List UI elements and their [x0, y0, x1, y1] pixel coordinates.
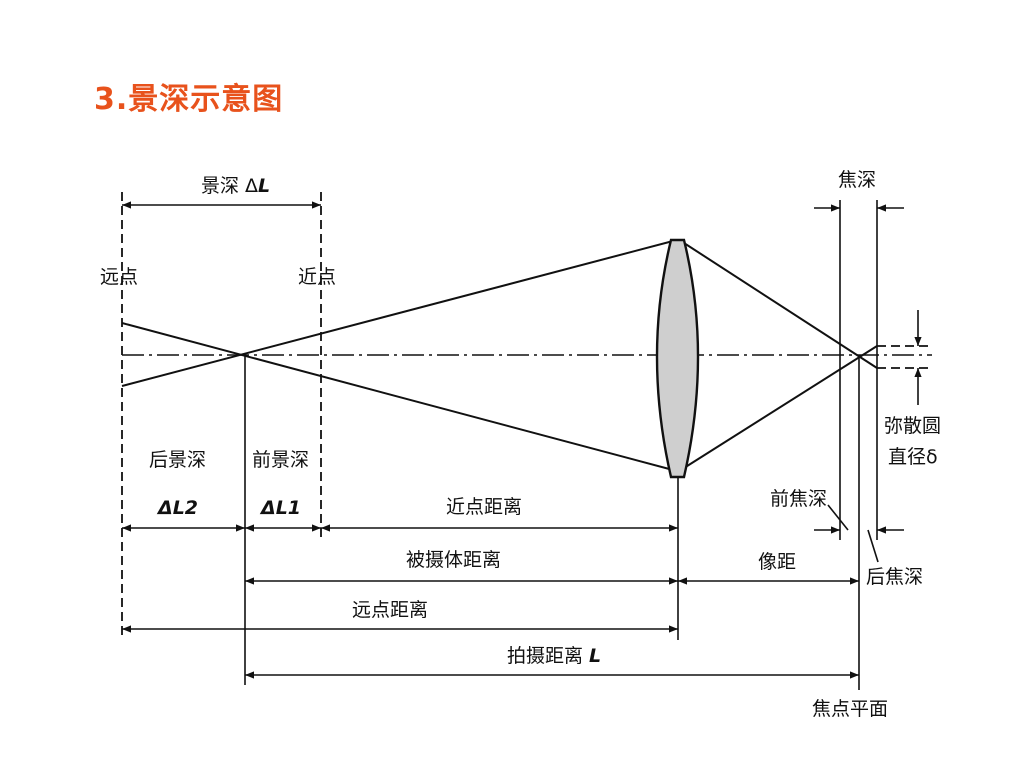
front-focus-depth-label: 前焦深 [770, 488, 827, 510]
ray-upper-image [683, 242, 878, 369]
far-distance-label: 远点距离 [352, 599, 428, 621]
rear-dof-symbol: ΔL2 [156, 497, 198, 519]
front-focus-depth-leader [827, 504, 849, 531]
shooting-distance-label: 拍摄距离 L [507, 645, 601, 667]
depth-of-field-var: L [258, 175, 270, 197]
coc-label-line2: 直径δ [888, 446, 938, 468]
depth-of-focus-label: 焦深 [838, 169, 876, 191]
rear-focus-depth-label: 后焦深 [866, 566, 923, 588]
rear-focus-depth-leader [867, 529, 879, 563]
shooting-distance-var: L [589, 645, 601, 667]
far-point-label: 远点 [100, 266, 138, 288]
coc-label-line1: 弥散圆 [884, 415, 941, 437]
ray-lower-object [121, 322, 674, 471]
image-distance-label: 像距 [758, 551, 796, 573]
ray-lower-image [683, 345, 878, 469]
front-dof-symbol: ΔL1 [259, 497, 301, 519]
near-point-label: 近点 [298, 266, 336, 288]
rear-dof-label: 后景深 [149, 449, 206, 471]
object-distance-label: 被摄体距离 [406, 549, 501, 571]
lens [655, 238, 700, 479]
slide-title: 3.景深示意图 [94, 82, 284, 117]
near-distance-label: 近点距离 [446, 496, 522, 518]
depth-of-field-label: 景深 ΔL [201, 175, 270, 197]
ray-upper-object [121, 240, 674, 387]
front-dof-label: 前景深 [252, 449, 309, 471]
focal-plane-label: 焦点平面 [812, 698, 888, 720]
